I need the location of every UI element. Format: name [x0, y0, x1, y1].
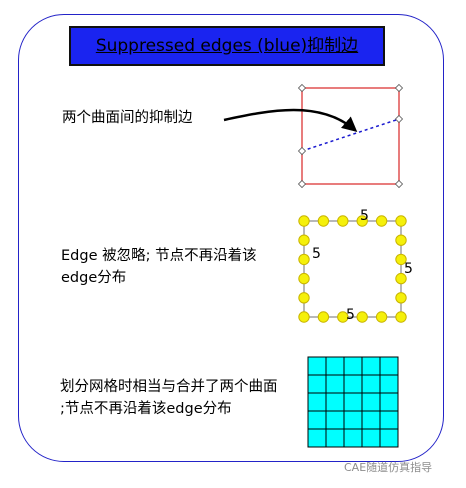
- mesh-node: [298, 215, 310, 227]
- mesh-node: [395, 234, 407, 246]
- mesh-node: [298, 234, 310, 246]
- mesh-node: [356, 311, 368, 323]
- mesh-area: [307, 356, 399, 448]
- corner-vertices: [297, 83, 404, 189]
- mesh-node: [375, 311, 388, 323]
- mesh-node: [395, 215, 407, 227]
- pointer-arrow: [223, 108, 358, 132]
- mesh-lines: [308, 357, 398, 447]
- mesh-grid: [307, 356, 399, 448]
- mesh-node: [337, 215, 349, 227]
- node-square-diagram: [298, 215, 407, 323]
- mesh-node: [317, 215, 330, 227]
- surface-boundary: [301, 87, 400, 185]
- mesh-node: [337, 311, 349, 323]
- mesh-node: [375, 215, 388, 227]
- section2-line1: Edge 被忽略; 节点不再沿着该: [61, 248, 257, 264]
- watermark-text: CAE随道仿真指导: [344, 461, 433, 474]
- surface-pair-diagram: [297, 83, 404, 189]
- slide-frame: [18, 14, 444, 462]
- suppressed-edge: [301, 118, 400, 152]
- node-count-left: 5: [312, 246, 321, 262]
- node-square-boundary: [303, 220, 402, 318]
- node-count-right: 5: [404, 261, 413, 277]
- section3-line2: ;节点不再沿着该edge分布: [60, 401, 232, 417]
- slide-title: Suppressed edges (blue)抑制边: [69, 26, 385, 66]
- node-count-top: 5: [360, 208, 369, 224]
- section3-line1: 划分网格时相当与合并了两个曲面: [60, 379, 278, 395]
- boundary-nodes: [298, 215, 407, 323]
- section2-line2: edge分布: [61, 270, 127, 286]
- mesh-node: [395, 311, 407, 323]
- mesh-node: [395, 292, 407, 304]
- mesh-node: [298, 311, 310, 323]
- node-count-bottom: 5: [346, 307, 355, 323]
- mesh-node: [298, 253, 310, 266]
- section1-label: 两个曲面间的抑制边: [62, 110, 193, 126]
- mesh-node: [356, 215, 368, 227]
- mesh-node: [317, 311, 330, 323]
- mesh-node: [395, 253, 407, 266]
- mesh-node: [298, 292, 310, 304]
- mesh-node: [298, 272, 310, 285]
- mesh-node: [395, 272, 407, 285]
